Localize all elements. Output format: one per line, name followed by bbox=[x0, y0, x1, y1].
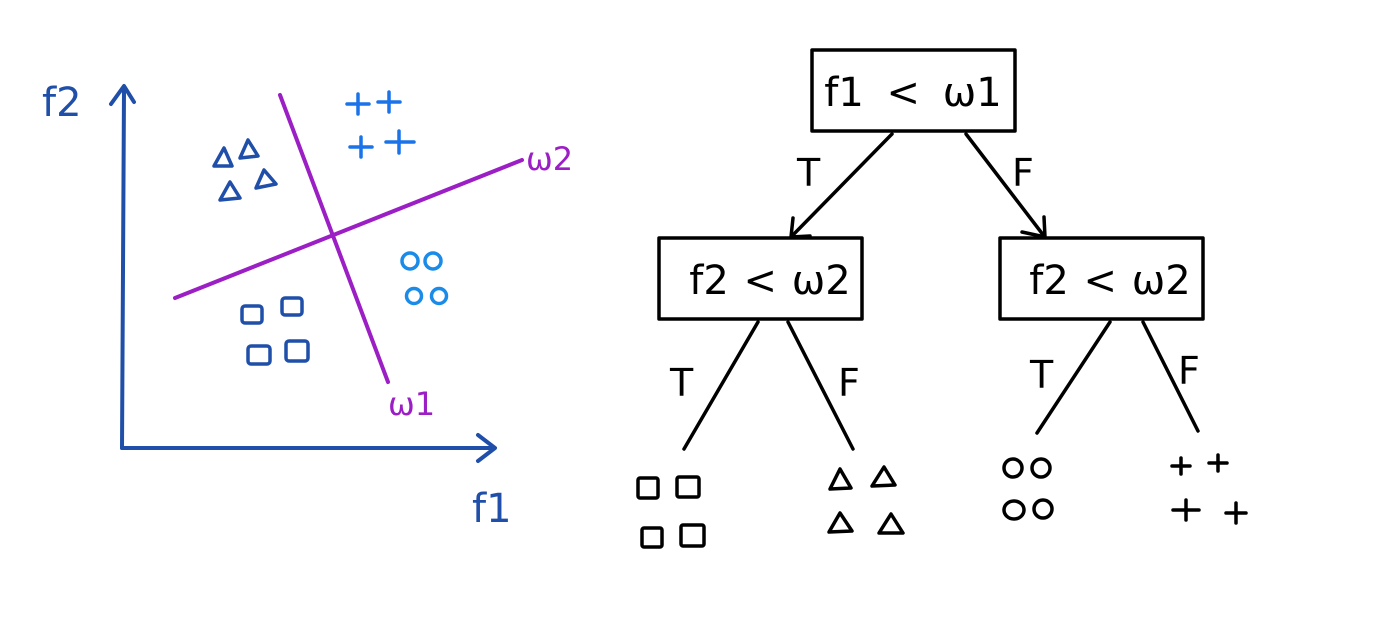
square-mark bbox=[640, 526, 664, 549]
square-mark bbox=[240, 304, 264, 325]
triangle-mark bbox=[877, 512, 905, 535]
circle-mark bbox=[429, 286, 449, 306]
right-node-box bbox=[998, 236, 1205, 321]
right-op: < bbox=[1084, 258, 1118, 304]
right-node-label: f2 < ω2 bbox=[1029, 258, 1190, 304]
leaf-squares bbox=[636, 475, 706, 549]
triangle-mark bbox=[870, 465, 897, 488]
decision-boundaries bbox=[173, 93, 524, 384]
circle-mark bbox=[1032, 498, 1054, 520]
square-mark bbox=[284, 339, 310, 363]
square-mark bbox=[679, 523, 706, 548]
leaf-circles bbox=[1002, 457, 1054, 521]
left-feature: f2 bbox=[689, 258, 729, 304]
root-false-label: F bbox=[1012, 151, 1034, 195]
circle-mark bbox=[1002, 499, 1026, 521]
decision-tree bbox=[636, 48, 1248, 549]
plus-mark bbox=[1170, 456, 1192, 476]
plus-mark bbox=[1224, 501, 1248, 525]
x-axis-label: f1 bbox=[472, 486, 512, 532]
plus-mark bbox=[1171, 498, 1201, 522]
plus-cluster bbox=[345, 90, 416, 159]
circle-mark bbox=[1002, 457, 1024, 479]
root-node-box bbox=[810, 48, 1017, 133]
square-mark bbox=[675, 475, 701, 499]
branch-labels: T F T F T F bbox=[669, 151, 1200, 405]
circle-mark bbox=[404, 286, 424, 306]
circle-mark bbox=[423, 251, 443, 271]
circle-mark bbox=[400, 251, 420, 271]
root-feature: f1 bbox=[824, 70, 864, 116]
right-feature: f2 bbox=[1029, 258, 1069, 304]
triangle-mark bbox=[827, 511, 854, 534]
triangle-cluster bbox=[212, 138, 278, 202]
y-axis-arrowhead bbox=[109, 84, 136, 106]
left-true-edge bbox=[682, 320, 760, 451]
axes bbox=[109, 84, 497, 463]
left-op: < bbox=[744, 258, 778, 304]
leaf-pluses bbox=[1170, 453, 1248, 525]
x-axis-arrowhead bbox=[476, 433, 497, 463]
boundary-w1-label: ω1 bbox=[388, 385, 435, 423]
plus-mark bbox=[1207, 453, 1229, 473]
node-labels: f1 < ω1 f2 < ω2 f2 < ω2 bbox=[689, 70, 1190, 304]
square-cluster bbox=[240, 296, 310, 366]
boundary-w1-line bbox=[278, 93, 390, 384]
right-false-label: F bbox=[1178, 349, 1200, 393]
plus-mark bbox=[384, 129, 416, 155]
feature-space-plot: f2 f1 ω1 ω2 bbox=[42, 80, 573, 532]
left-node-box bbox=[657, 236, 864, 321]
triangle-mark bbox=[218, 180, 242, 202]
triangle-mark bbox=[254, 168, 278, 190]
circle-cluster bbox=[400, 251, 449, 306]
root-false-edge bbox=[964, 132, 1046, 238]
boundary-w2-line bbox=[173, 158, 524, 300]
root-op: < bbox=[887, 70, 921, 116]
right-true-edge bbox=[1035, 320, 1112, 435]
circle-mark bbox=[1030, 457, 1052, 479]
root-true-edge bbox=[790, 132, 894, 238]
left-false-label: F bbox=[838, 361, 860, 405]
left-threshold: ω2 bbox=[792, 258, 851, 304]
left-true-label: T bbox=[669, 361, 694, 405]
root-true-label: T bbox=[796, 151, 821, 195]
leaf-triangles bbox=[827, 465, 905, 535]
plus-mark bbox=[376, 90, 402, 114]
square-mark bbox=[636, 476, 660, 500]
right-true-label: T bbox=[1029, 353, 1054, 397]
boundary-w2-label: ω2 bbox=[526, 140, 573, 178]
y-axis-label: f2 bbox=[42, 80, 82, 126]
root-node-label: f1 < ω1 bbox=[824, 70, 1001, 116]
triangle-mark bbox=[828, 467, 853, 491]
plus-mark bbox=[348, 135, 374, 159]
root-threshold: ω1 bbox=[943, 70, 1002, 116]
right-threshold: ω2 bbox=[1132, 258, 1191, 304]
left-node-label: f2 < ω2 bbox=[689, 258, 850, 304]
right-false-edge bbox=[1141, 320, 1200, 433]
triangle-mark bbox=[238, 138, 260, 160]
square-mark bbox=[280, 296, 304, 317]
triangle-mark bbox=[212, 146, 234, 168]
left-false-edge bbox=[786, 320, 855, 451]
y-axis-line bbox=[120, 88, 126, 450]
plus-mark bbox=[345, 92, 371, 116]
square-mark bbox=[246, 344, 272, 366]
